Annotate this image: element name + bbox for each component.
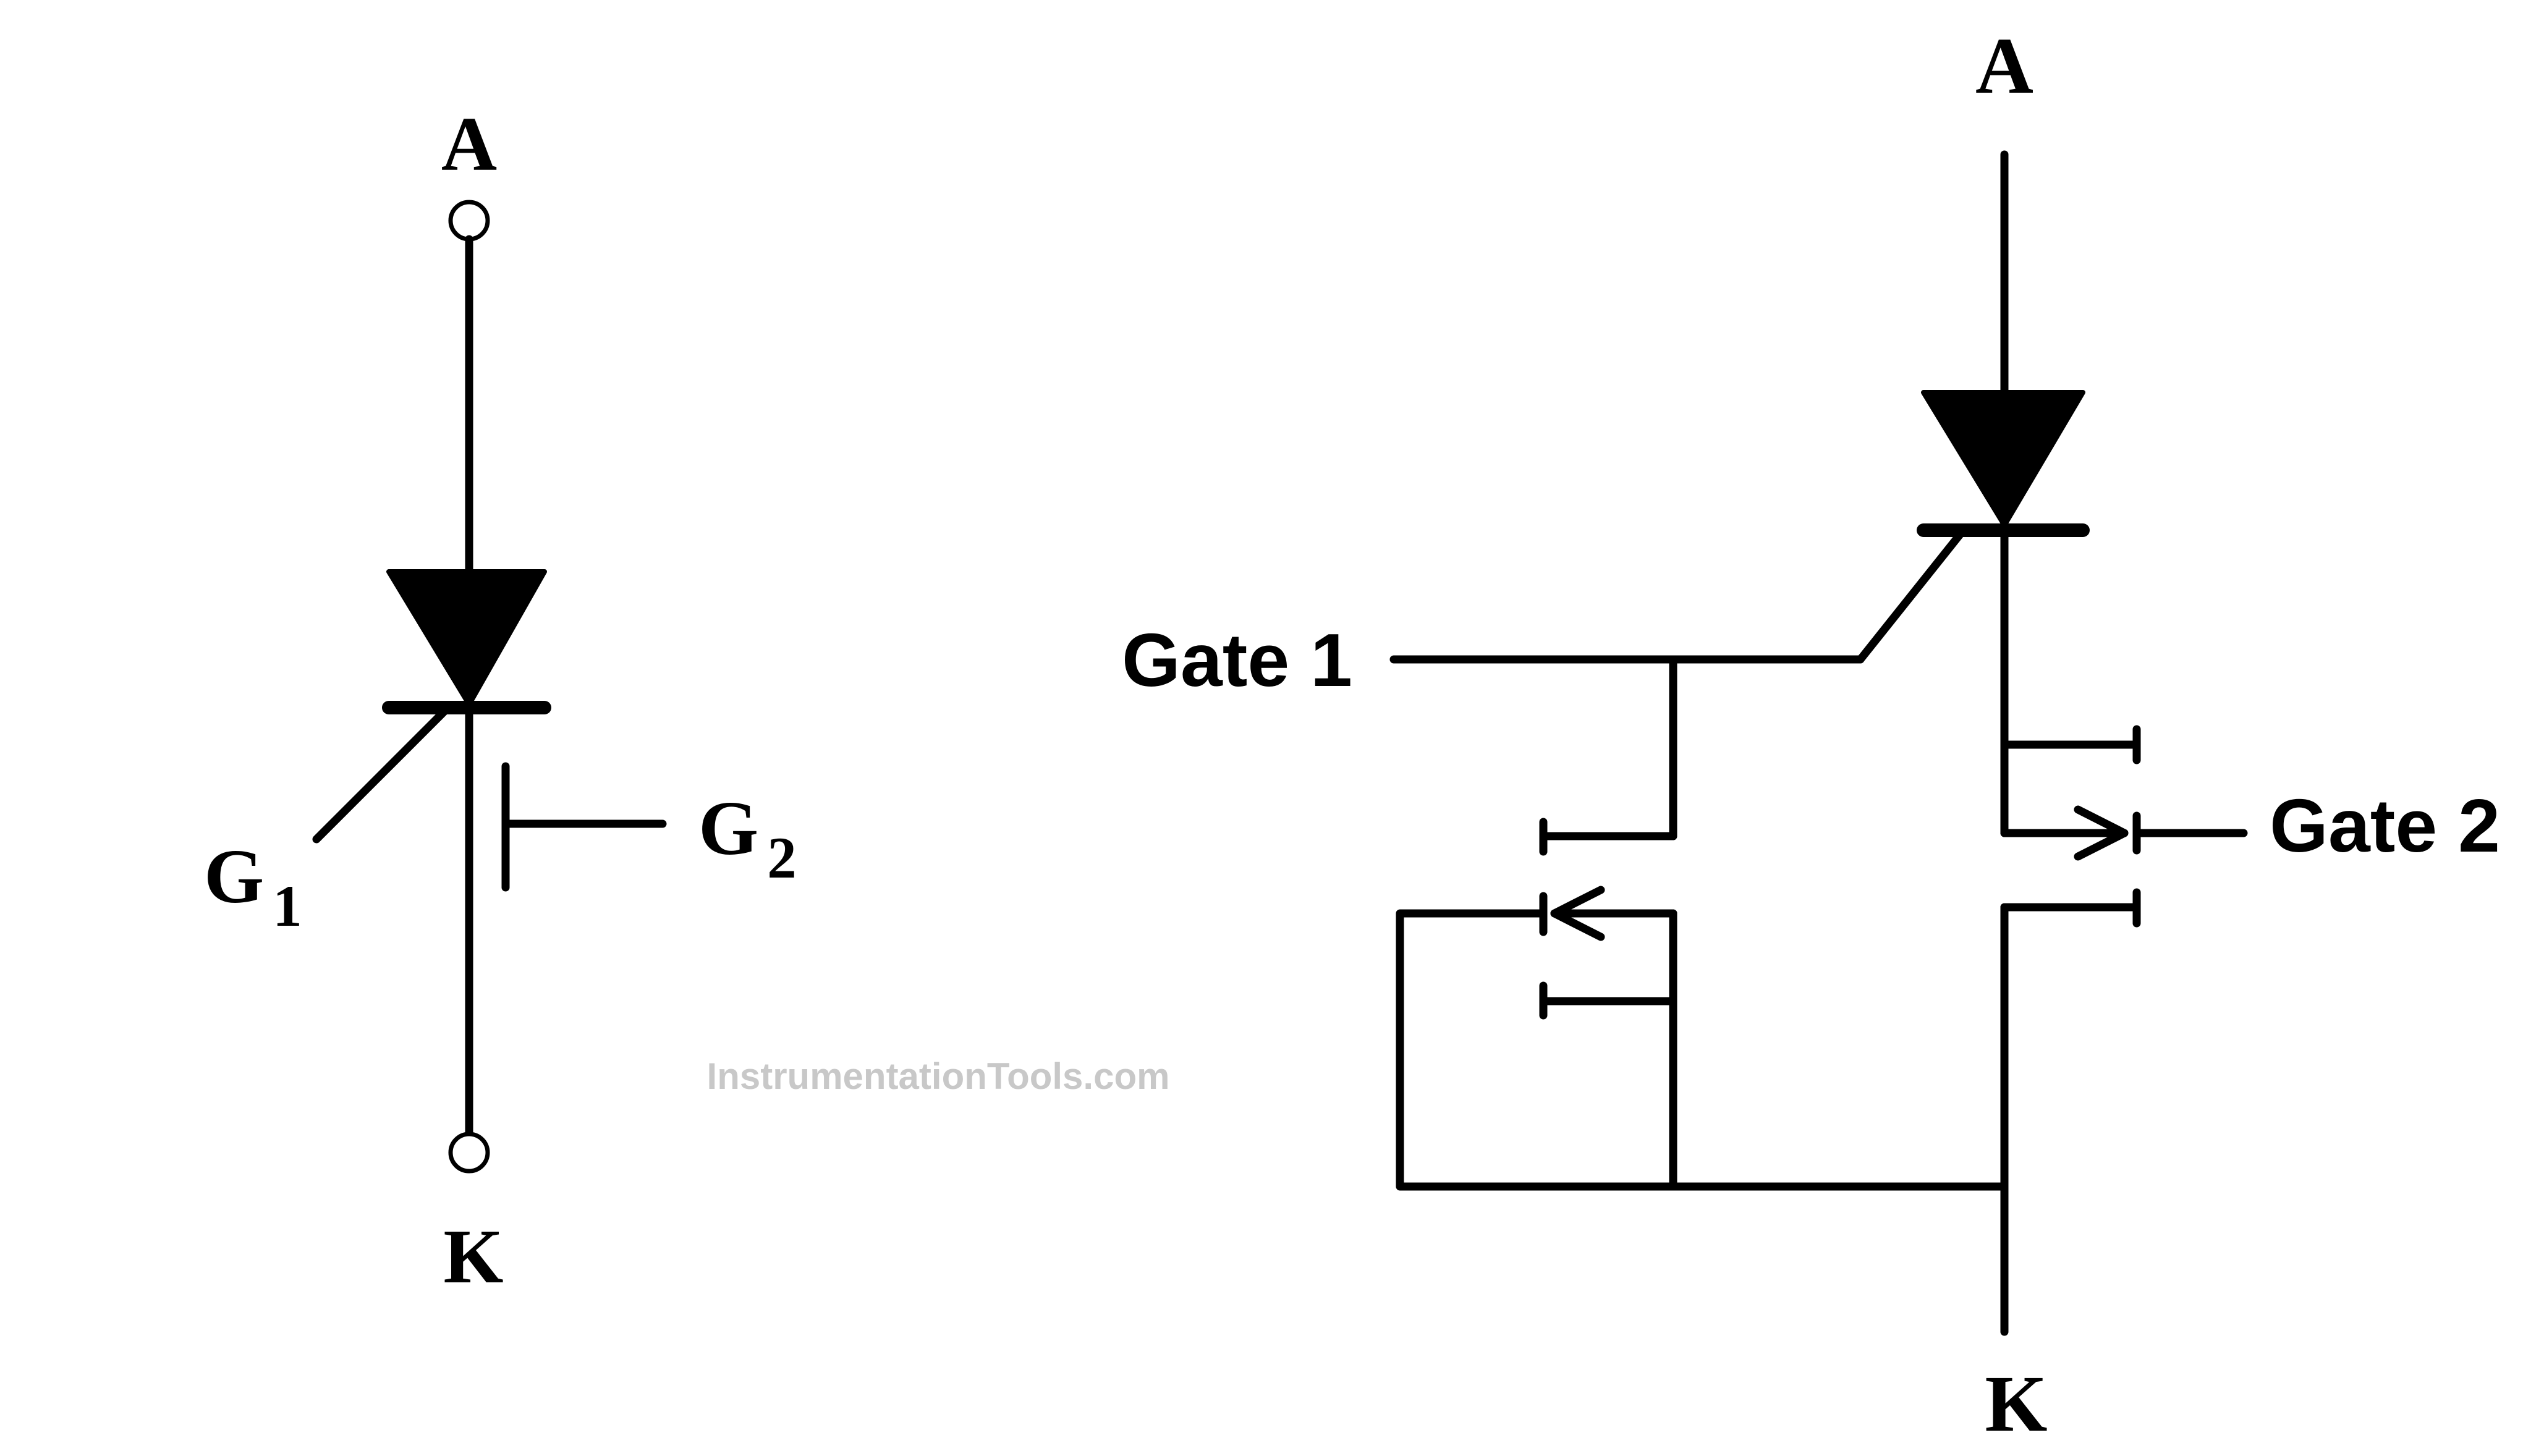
anode-terminal	[448, 200, 490, 242]
gate1-text: Gate 1	[1122, 618, 1352, 702]
equivalent-circuit: A K Gate 1 Gate 2	[1122, 22, 2500, 1449]
cathode-label: K	[443, 1214, 503, 1300]
eq-anode-label: A	[1975, 22, 2033, 111]
cathode-terminal	[448, 1132, 490, 1174]
gate1-lead	[312, 706, 449, 844]
anode-label: A	[441, 102, 497, 187]
diode-triangle	[386, 569, 547, 707]
eq-cathode-label: K	[1985, 1360, 2047, 1449]
gate2-text: Gate 2	[2270, 784, 2500, 868]
right-mosfet-arrow	[2074, 805, 2129, 861]
watermark: InstrumentationTools.com	[707, 1056, 1170, 1097]
eq-diode-triangle	[1921, 390, 2085, 528]
left-mosfet-arrow	[1550, 886, 1605, 941]
left-loop	[1396, 909, 2009, 1191]
eq-gate-diagonal	[1856, 527, 1967, 664]
